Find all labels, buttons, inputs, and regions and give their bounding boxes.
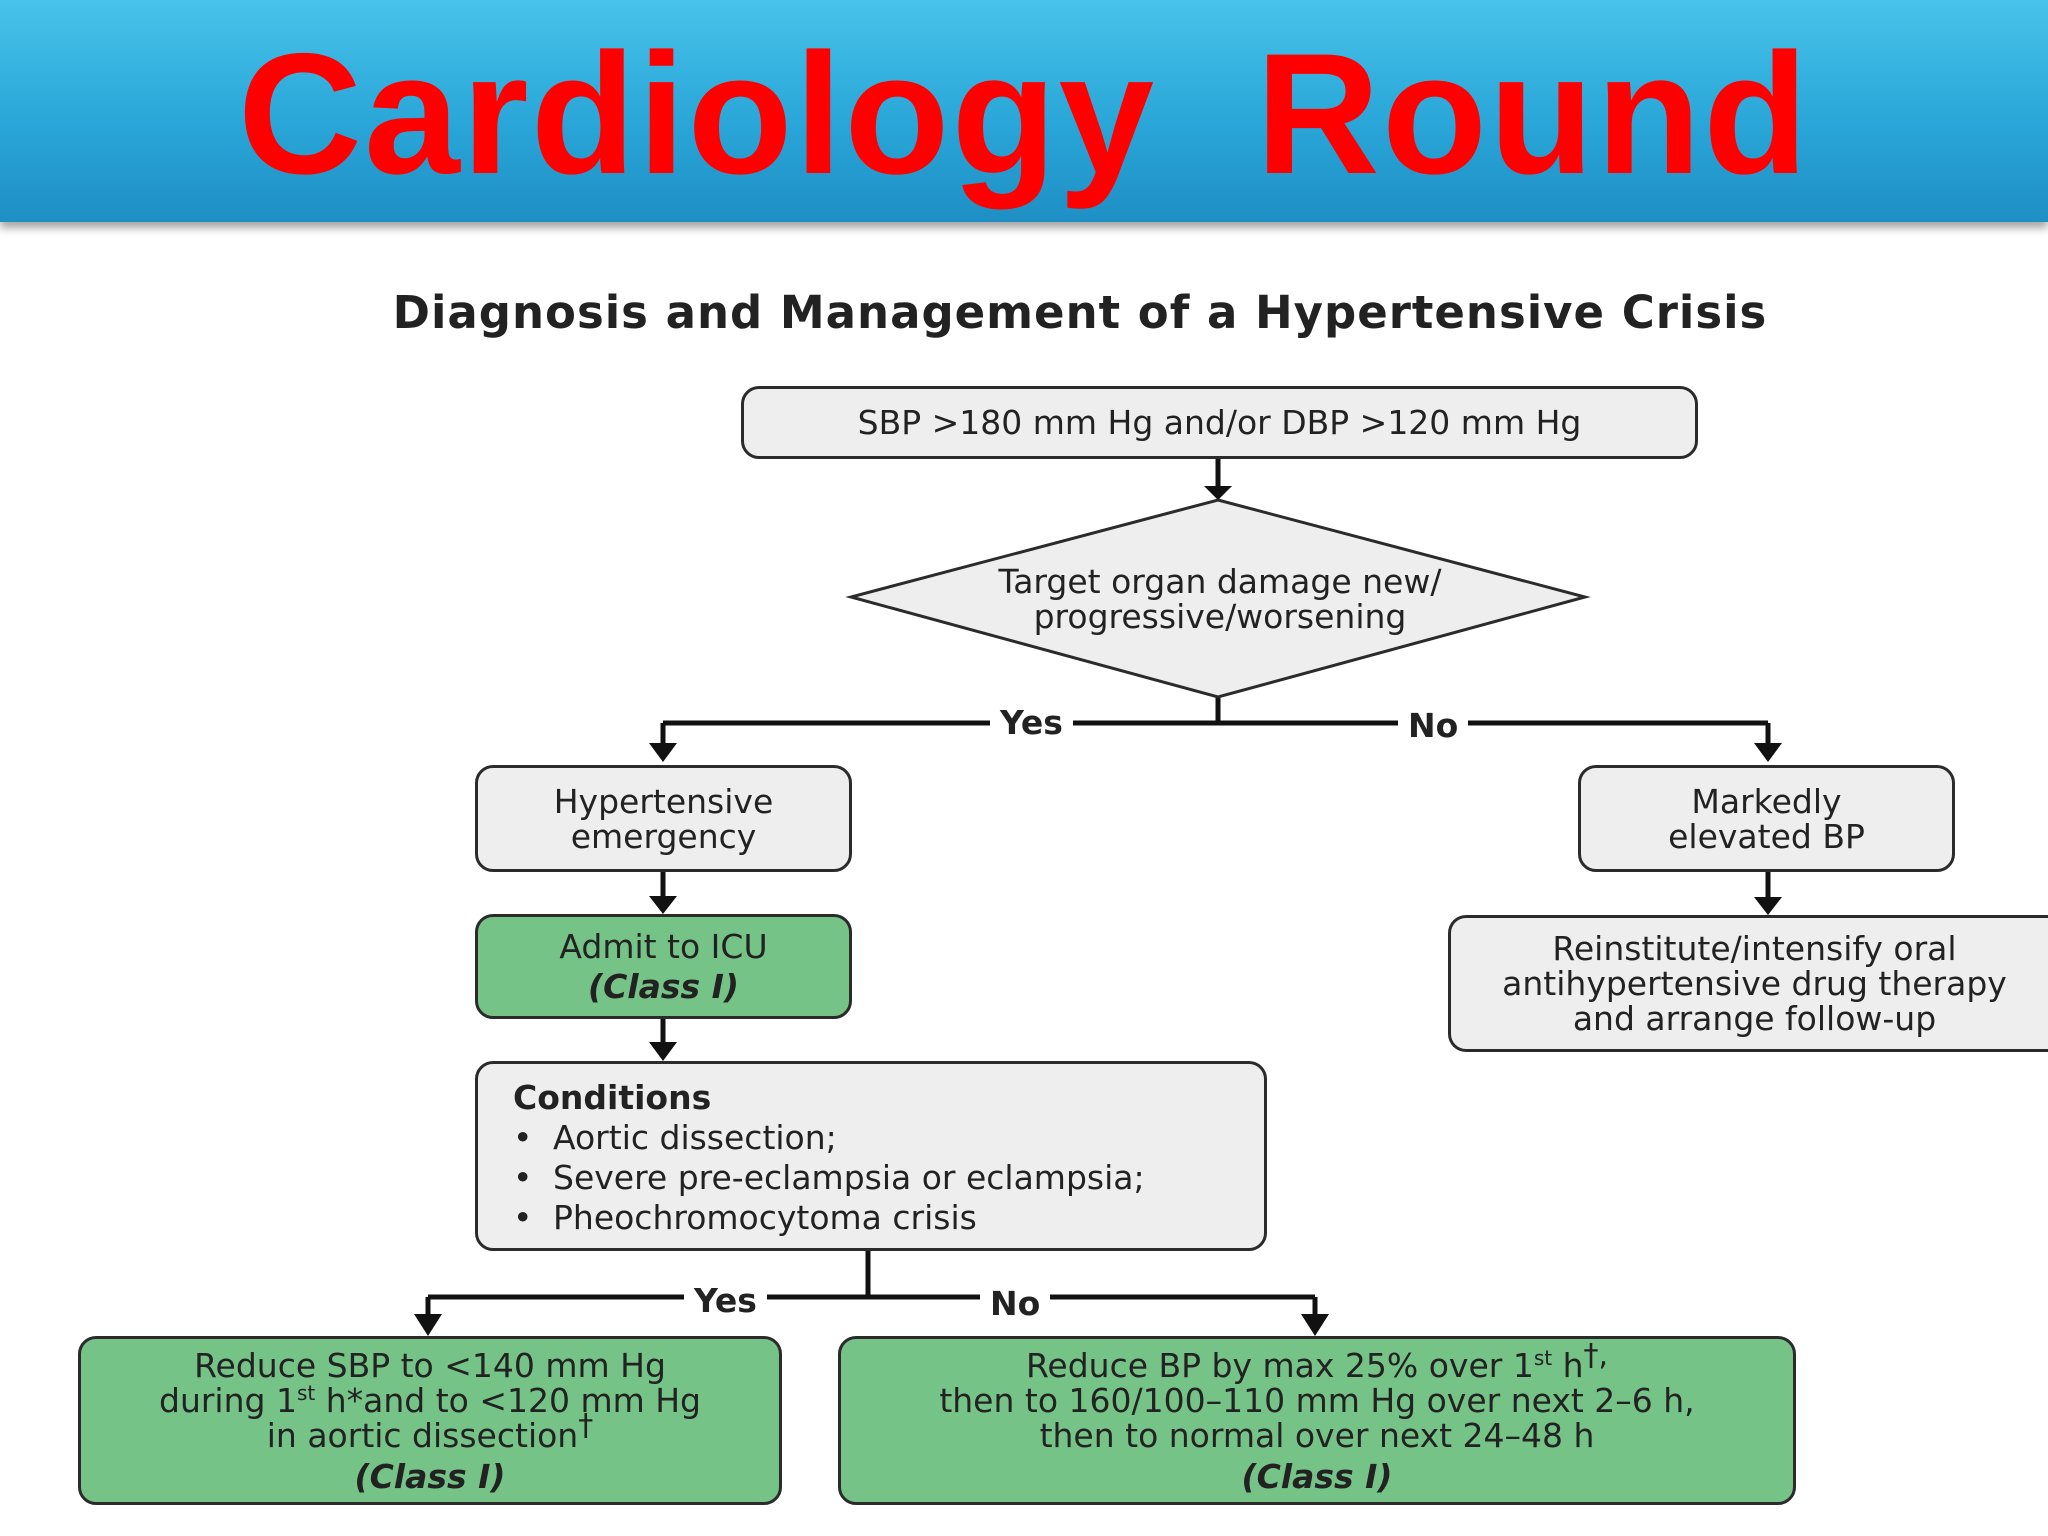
reduce-sbp-line-3: in aortic dissection† (266, 1407, 594, 1455)
condition-item: Severe pre-eclampsia or eclampsia; (513, 1158, 1264, 1198)
slide-title: Cardiology Round (237, 18, 1811, 210)
reinstitute-line-2: antihypertensive drug therapy (1502, 964, 2007, 1003)
arrowhead-reinstitute (1754, 897, 1782, 915)
admit-icu-box: Admit to ICU (Class I) (475, 914, 852, 1019)
start-condition-text: SBP >180 mm Hg and/or DBP >120 mm Hg (857, 403, 1582, 442)
no-label-2: No (980, 1287, 1051, 1321)
no-label: No (1398, 709, 1469, 743)
reinstitute-therapy-box: Reinstitute/intensify oral antihypertens… (1448, 915, 2048, 1052)
conditions-heading: Conditions (513, 1078, 712, 1117)
arrowhead-elevated (1754, 743, 1782, 762)
arrowhead-reduce-sbp (414, 1314, 442, 1336)
admit-class: (Class I) (587, 966, 739, 1006)
reduce-bp-class: (Class I) (1241, 1456, 1393, 1496)
arrowhead-admit (649, 896, 677, 914)
title-banner: Cardiology Round (0, 0, 2048, 222)
emergency-line-1: Hypertensive (553, 781, 774, 821)
reduce-sbp-class: (Class I) (354, 1456, 506, 1496)
yes-label-2: Yes (684, 1284, 767, 1318)
emergency-line-2: emergency (570, 816, 757, 856)
elevated-line-2: elevated BP (1668, 816, 1865, 856)
decision-line-2: progressive/worsening (1033, 597, 1407, 636)
reduce-sbp-line-2: during 1st h*and to <120 mm Hg (159, 1380, 701, 1420)
reinstitute-line-1: Reinstitute/intensify oral (1552, 929, 1957, 968)
conditions-list: Aortic dissection; Severe pre-eclampsia … (513, 1118, 1264, 1238)
reduce-sbp-box: Reduce SBP to <140 mm Hg during 1st h*an… (78, 1336, 782, 1505)
arrowhead-conditions (649, 1042, 677, 1061)
markedly-elevated-box: Markedly elevated BP (1578, 765, 1955, 872)
elevated-line-1: Markedly (1691, 781, 1842, 821)
decision-diamond (845, 498, 1591, 699)
reduce-bp-line-1: Reduce BP by max 25% over 1st h†, (1025, 1337, 1609, 1385)
condition-item: Pheochromocytoma crisis (513, 1198, 1264, 1238)
hypertensive-emergency-box: Hypertensive emergency (475, 765, 852, 872)
arrowhead-reduce-bp (1301, 1314, 1329, 1336)
reinstitute-line-3: and arrange follow-up (1572, 999, 1937, 1038)
diagram-title: Diagnosis and Management of a Hypertensi… (392, 286, 1768, 339)
start-condition-box: SBP >180 mm Hg and/or DBP >120 mm Hg (741, 386, 1698, 459)
reduce-bp-line-3: then to normal over next 24–48 h (1039, 1415, 1595, 1455)
arrowhead-diamond (1204, 486, 1232, 500)
conditions-box: Conditions Aortic dissection; Severe pre… (475, 1061, 1267, 1251)
admit-line-1: Admit to ICU (559, 926, 768, 966)
decision-text: Target organ damage new/ progressive/wor… (900, 564, 1540, 634)
yes-label: Yes (990, 706, 1073, 740)
reduce-sbp-line-1: Reduce SBP to <140 mm Hg (194, 1345, 666, 1385)
decision-line-1: Target organ damage new/ (998, 562, 1442, 601)
reduce-bp-box: Reduce BP by max 25% over 1st h†, then t… (838, 1336, 1796, 1505)
arrowhead-emergency (649, 743, 677, 762)
reduce-bp-line-2: then to 160/100–110 mm Hg over next 2–6 … (939, 1380, 1695, 1420)
condition-item: Aortic dissection; (513, 1118, 1264, 1158)
